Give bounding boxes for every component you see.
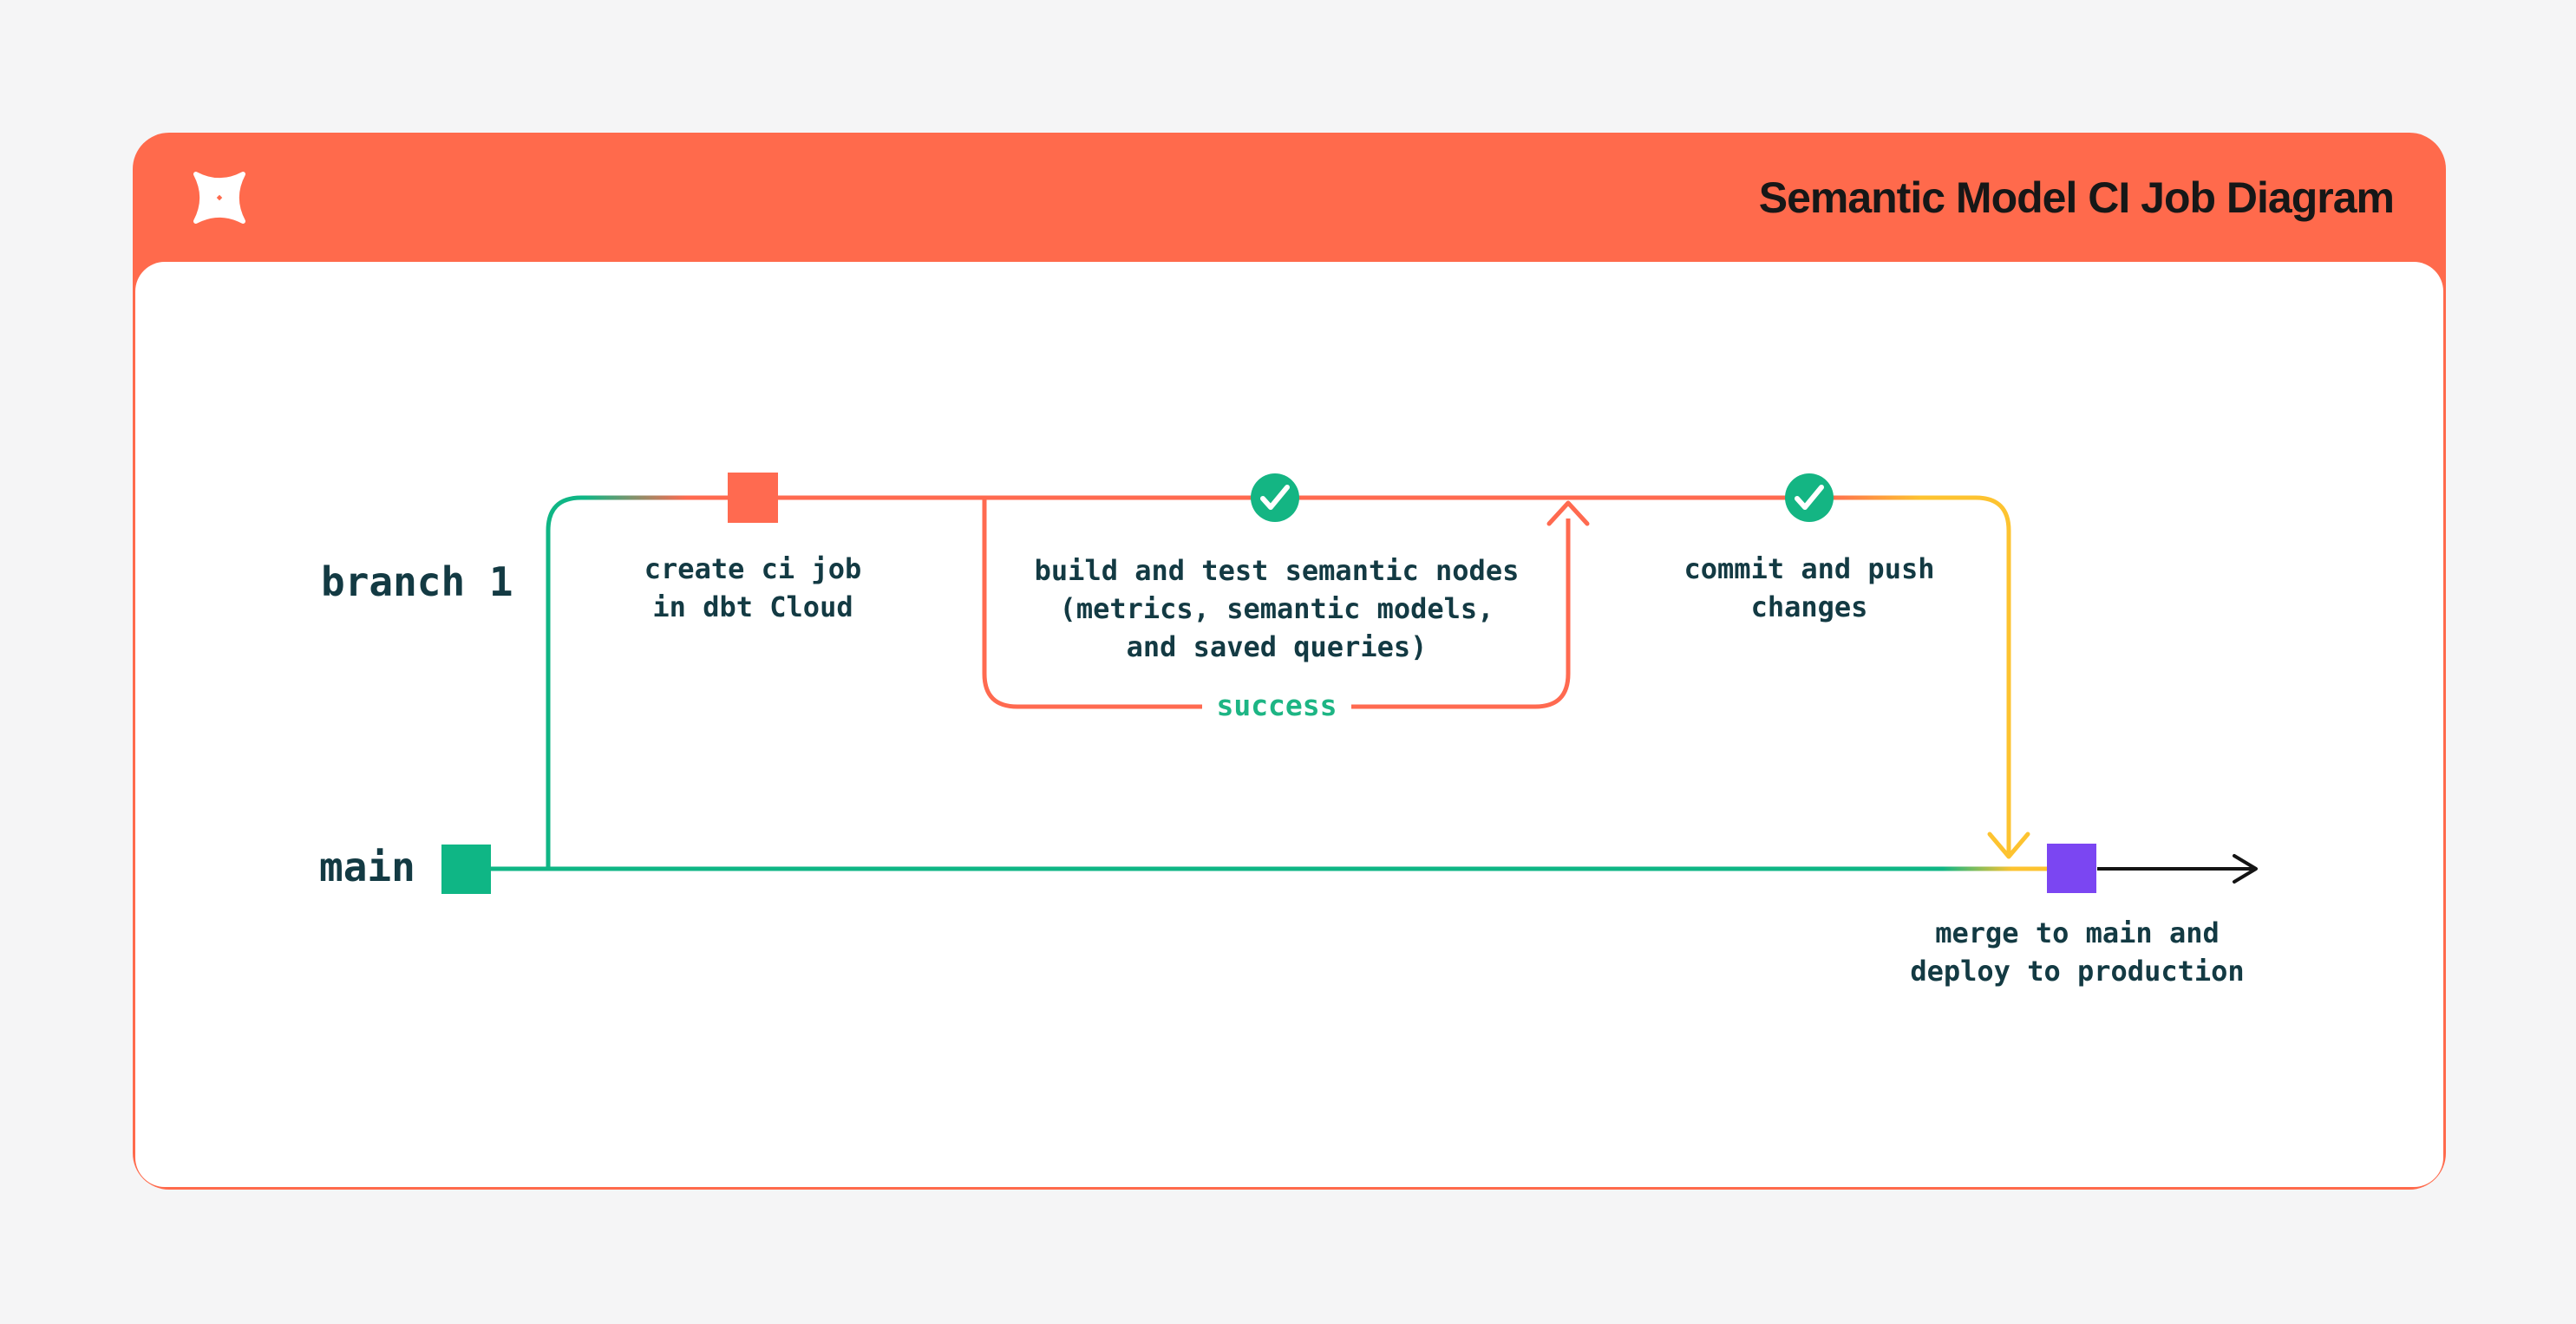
main-label: main xyxy=(319,844,415,890)
branch-1-label: branch 1 xyxy=(321,558,513,605)
card-header: Semantic Model CI Job Diagram xyxy=(133,133,2446,262)
success-label: success xyxy=(1216,688,1337,722)
create-ci-job-label: create ci job in dbt Cloud xyxy=(644,552,862,623)
build-and-test-label: build and test semantic nodes (metrics, … xyxy=(1034,554,1520,663)
page-title: Semantic Model CI Job Diagram xyxy=(1758,173,2395,222)
merge-and-deploy-label: merge to main and deploy to production xyxy=(1910,916,2245,988)
diagram-canvas xyxy=(135,262,2443,1187)
dbt-logo-icon xyxy=(193,171,245,224)
commit-and-push-label: commit and push changes xyxy=(1684,552,1935,623)
